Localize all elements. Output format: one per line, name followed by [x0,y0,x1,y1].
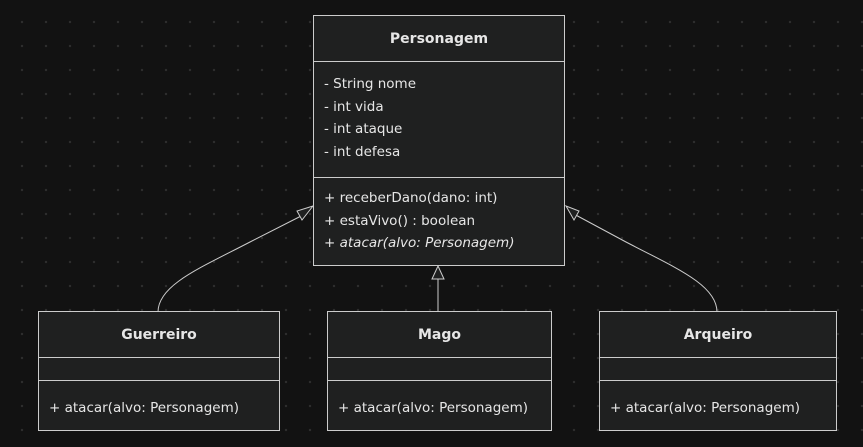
class-arqueiro-attributes [600,358,836,381]
method-receber-dano: + receberDano(dano: int) [324,190,498,206]
class-mago-name: Mago [328,312,551,358]
class-personagem-attributes: - String nome - int vida - int ataque - … [314,62,564,178]
edge-arqueiro-personagem [571,212,718,313]
class-arqueiro-name: Arqueiro [600,312,836,358]
class-guerreiro[interactable]: Guerreiro + atacar(alvo: Personagem) [38,311,280,431]
attribute-vida: - int vida [324,98,384,115]
method-esta-vivo: + estaVivo() : boolean [324,212,476,229]
class-arqueiro[interactable]: Arqueiro + atacar(alvo: Personagem) [599,311,837,431]
class-personagem[interactable]: Personagem - String nome - int vida - in… [313,15,565,266]
class-guerreiro-attributes [39,358,279,381]
method-atacar: + atacar(alvo: Personagem) [610,400,800,416]
attribute-nome: - String nome [324,76,417,92]
class-personagem-name: Personagem [314,16,564,62]
class-mago[interactable]: Mago + atacar(alvo: Personagem) [327,311,552,431]
class-mago-attributes [328,358,551,381]
inheritance-arrow-guerreiro [296,205,315,221]
class-guerreiro-name: Guerreiro [39,312,279,358]
inheritance-arrow-arqueiro [564,205,580,222]
class-personagem-methods: + receberDano(dano: int) + estaVivo() : … [314,178,564,255]
inheritance-arrow-mago [431,264,445,280]
class-arqueiro-methods: + atacar(alvo: Personagem) [600,381,836,420]
class-mago-methods: + atacar(alvo: Personagem) [328,381,551,420]
method-atacar-abstract: + atacar(alvo: Personagem) [324,235,515,252]
method-atacar: + atacar(alvo: Personagem) [49,400,239,416]
attribute-ataque: - int ataque [324,121,403,138]
attribute-defesa: - int defesa [324,143,401,160]
class-guerreiro-methods: + atacar(alvo: Personagem) [39,381,279,420]
method-atacar: + atacar(alvo: Personagem) [338,400,528,416]
edge-guerreiro-personagem [157,212,308,313]
